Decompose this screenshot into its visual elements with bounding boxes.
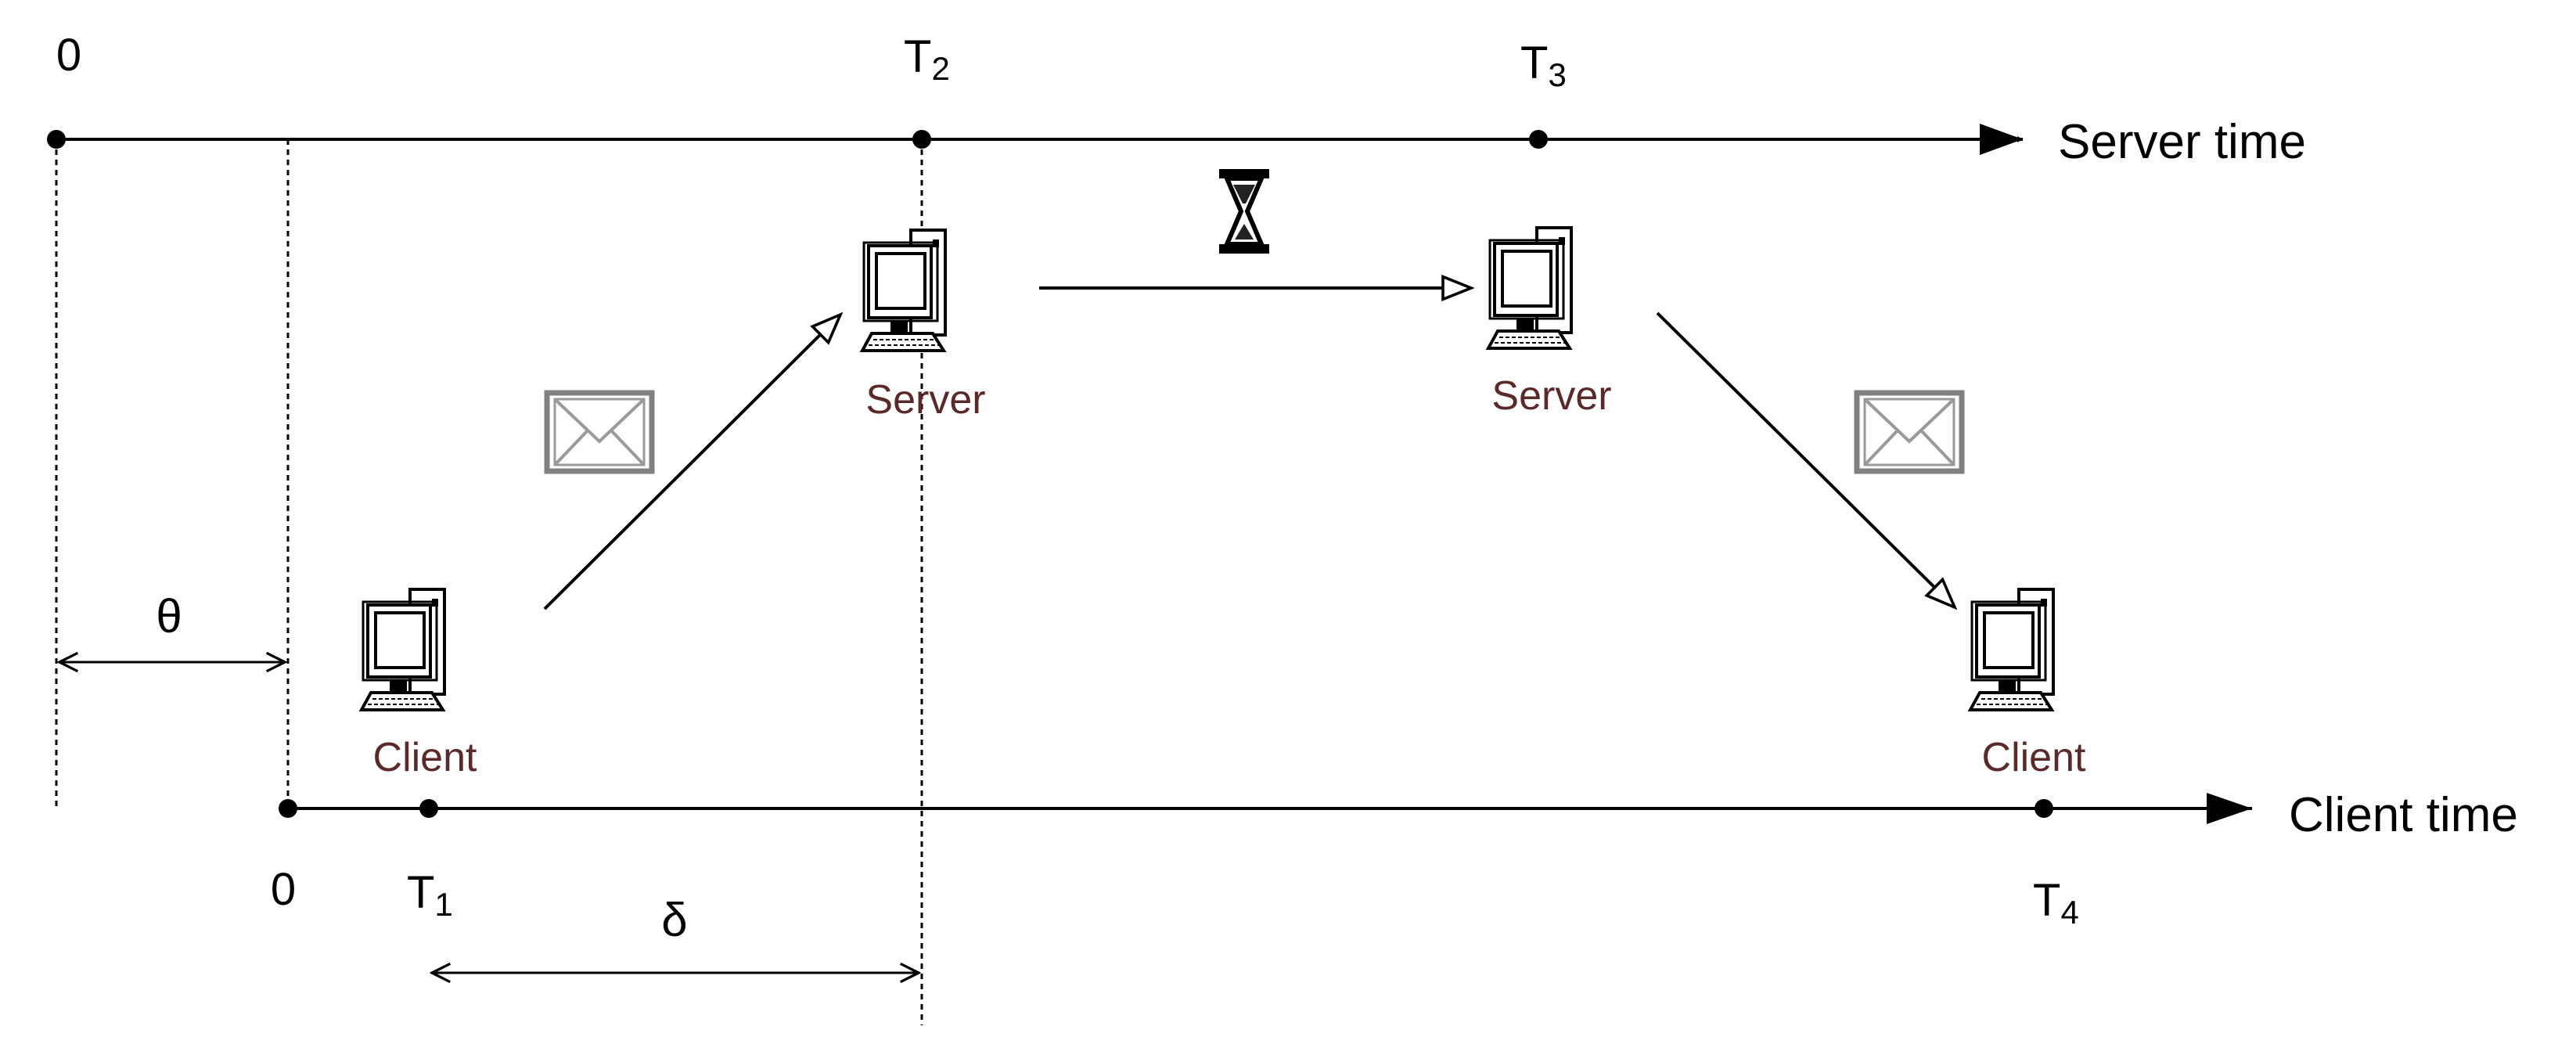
offset-theta-label: θ xyxy=(156,590,182,643)
server-send-label: Server xyxy=(1491,373,1611,419)
hourglass-icon xyxy=(1219,169,1269,254)
server-receive-computer-icon xyxy=(861,229,947,352)
delay-delta-label: δ xyxy=(661,894,687,946)
response-arrow xyxy=(1656,311,1955,607)
server-send-computer-icon xyxy=(1487,226,1573,350)
t3-dot xyxy=(1529,130,1548,149)
t4-dot xyxy=(2035,799,2053,818)
server-origin-label: 0 xyxy=(56,30,81,81)
t2-dot xyxy=(912,130,931,149)
response-envelope-icon xyxy=(1857,393,1962,471)
t1-dot xyxy=(419,799,438,818)
client-receive-computer-icon xyxy=(1969,588,2055,711)
server-axis-arrowhead xyxy=(1980,124,2023,155)
server-receive-label: Server xyxy=(865,377,985,423)
client-send-computer-icon xyxy=(360,588,446,711)
request-arrow xyxy=(543,315,840,610)
t1-label: T1 xyxy=(407,867,453,923)
server-time-label: Server time xyxy=(2058,115,2306,169)
client-origin-label: 0 xyxy=(271,864,296,915)
t4-label: T4 xyxy=(2033,875,2079,931)
client-origin-dot xyxy=(279,799,297,818)
client-axis-arrowhead xyxy=(2207,793,2252,824)
client-receive-label: Client xyxy=(1982,735,2086,780)
t2-label: T2 xyxy=(904,31,950,87)
client-send-label: Client xyxy=(373,735,477,780)
client-time-label: Client time xyxy=(2289,788,2518,842)
t3-label: T3 xyxy=(1520,38,1567,93)
server-origin-dot xyxy=(47,130,66,149)
request-envelope-icon xyxy=(547,393,652,471)
